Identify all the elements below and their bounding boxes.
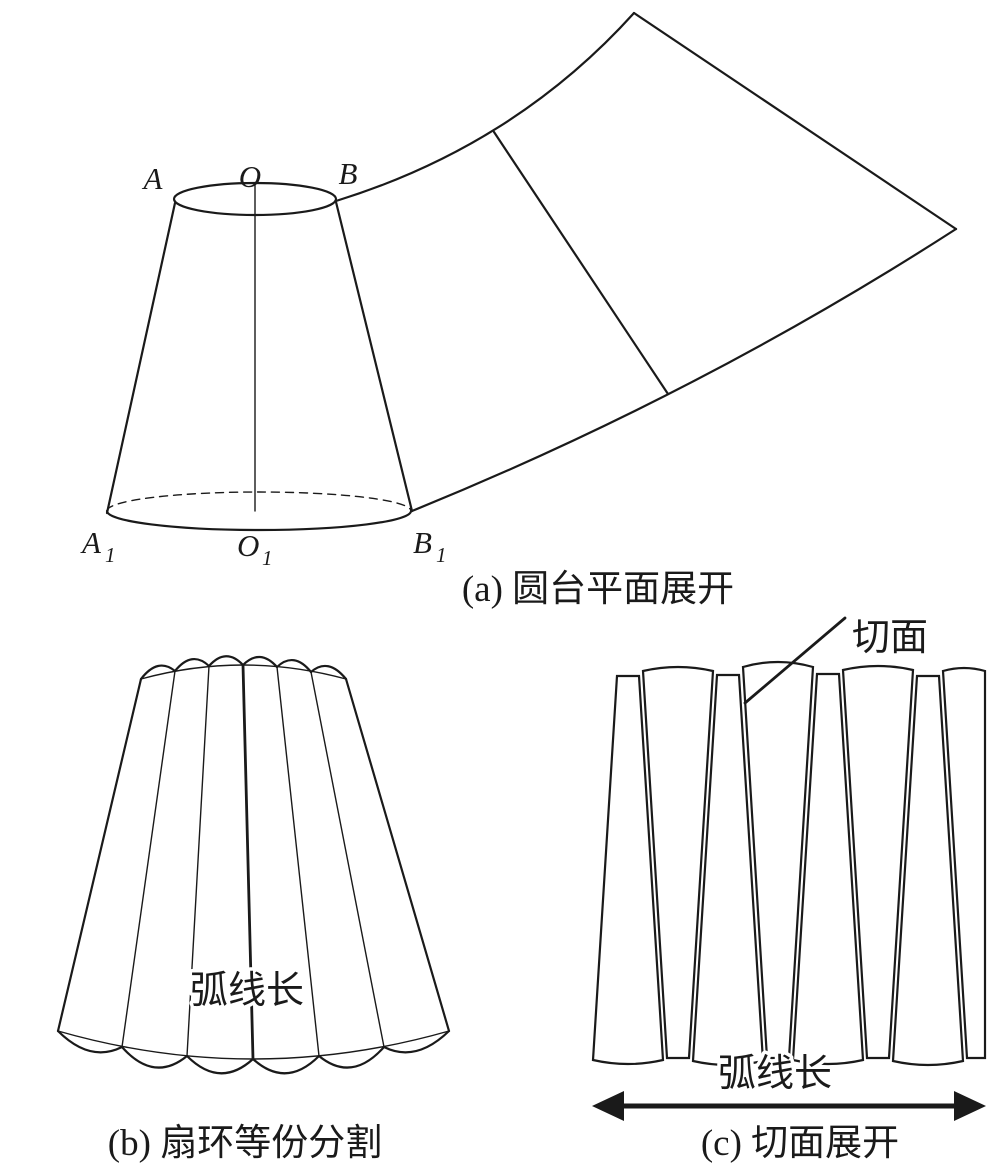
point-label-B1-sub: 1 <box>436 543 447 567</box>
strip-piece <box>641 665 715 1060</box>
top-scallop-arc <box>275 659 313 674</box>
frustum-left-edge <box>105 201 177 515</box>
point-label-B: B <box>339 156 358 191</box>
arrow-left-head <box>592 1091 624 1121</box>
sector-division-line <box>492 130 670 396</box>
cut-face-label: 切面 <box>852 617 928 659</box>
bottom-scallop-arc <box>120 1045 189 1069</box>
strip-piece <box>891 674 965 1067</box>
frustum-right-edge <box>334 200 414 513</box>
sector-outer-arc <box>410 227 958 513</box>
cut-face-pointer-line <box>743 616 847 705</box>
panel-b-equal-division: 弧线长 (b) 扇环等份分割 <box>56 655 451 1164</box>
strip-piece <box>741 660 815 1060</box>
point-label-A: A <box>142 161 164 196</box>
segment-line <box>276 666 320 1057</box>
top-scallop-arc <box>309 664 348 681</box>
segment-line <box>56 677 143 1033</box>
strip-piece <box>941 666 987 1060</box>
point-label-O1-sub: 1 <box>262 546 273 570</box>
frustum-bottom-ellipse-front <box>105 509 413 532</box>
sector-inner-arc <box>334 11 636 203</box>
point-label-A1-sub: 1 <box>105 543 116 567</box>
strip-piece <box>591 674 665 1066</box>
point-label-A1-base: A <box>80 525 102 560</box>
segment-line <box>121 670 176 1048</box>
frustum-bottom-ellipse-back <box>106 491 412 512</box>
sector-right-radial-edge <box>632 11 958 231</box>
segment-line <box>186 665 210 1057</box>
bottom-scallop-arc <box>56 1029 124 1054</box>
point-label-O: O <box>239 159 261 194</box>
bottom-scallop-arc <box>317 1045 386 1069</box>
caption-panel-c: (c) 切面展开 <box>701 1123 899 1164</box>
bottom-scallop-arc <box>382 1029 451 1054</box>
panel-a-frustum-unfolding: A O B A 1 O 1 B 1 (a) 圆台平面展开 <box>80 11 958 610</box>
strip-piece <box>841 664 915 1060</box>
panel-c-unfolded-strips: 切面 弧线长 (c) 切面展开 <box>591 614 987 1164</box>
top-scallop-arc <box>241 655 279 669</box>
top-scallop-arc <box>207 655 245 668</box>
point-label-B1-base: B <box>413 525 432 560</box>
arc-length-label-b: 弧线长 <box>190 970 304 1012</box>
strip-piece <box>791 672 865 1066</box>
arc-length-label-c: 弧线长 <box>718 1053 832 1095</box>
segment-line <box>344 677 451 1033</box>
top-scallop-arc <box>139 664 177 681</box>
caption-panel-a: (a) 圆台平面展开 <box>462 568 734 610</box>
point-label-O1-base: O <box>237 528 259 563</box>
segment-center-line <box>241 663 255 1061</box>
segment-line <box>310 671 385 1048</box>
bottom-scallop-arc <box>185 1054 255 1075</box>
top-scallop-arc <box>173 658 211 673</box>
bottom-scallop-arc <box>251 1054 321 1075</box>
arrow-right-head <box>954 1091 986 1121</box>
strip-piece <box>691 673 765 1067</box>
caption-panel-b: (b) 扇环等份分割 <box>108 1122 382 1164</box>
